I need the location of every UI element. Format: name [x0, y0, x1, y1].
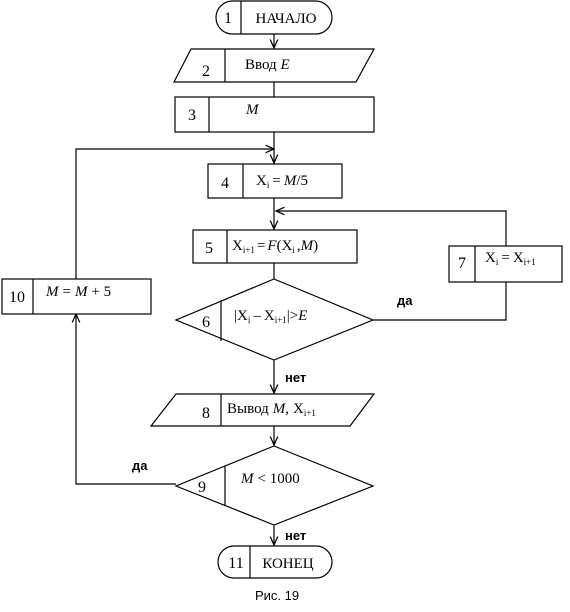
start-label: НАЧАЛО: [256, 11, 317, 27]
label-yes-block6: да: [397, 293, 413, 308]
label-yes-block9: да: [132, 458, 148, 473]
block-end: 11 КОНЕЦ: [217, 545, 333, 579]
check-precision-formula: |Xi–Xi+1|>E: [234, 308, 307, 325]
block-number: 9: [198, 479, 206, 496]
arrow-10-4: [75, 149, 274, 279]
block-init-m: 3 M: [174, 96, 375, 133]
block-increment-m: 10 M=M+ 5: [1, 278, 152, 315]
block-number: 4: [221, 175, 229, 192]
arrow-7-5: [276, 211, 507, 246]
block-number: 3: [188, 107, 196, 124]
block-update-x: 7 Xi=Xi+1: [448, 245, 563, 283]
input-label: Ввод E: [245, 57, 290, 73]
label-no-block9: нет: [285, 528, 306, 543]
block-number: 1: [224, 10, 232, 27]
init-x-formula: Xi=M/5: [256, 173, 308, 190]
block-number: 7: [458, 255, 466, 272]
block-number: 2: [202, 63, 210, 80]
block-number: 11: [228, 555, 243, 572]
block-number: 5: [205, 240, 213, 257]
arrow-9-10: [76, 314, 176, 485]
block-compute: 5 Xi+1=F(Xi,M): [192, 229, 358, 264]
compute-formula: Xi+1=F(Xi,M): [232, 238, 318, 255]
end-label: КОНЕЦ: [262, 556, 313, 572]
init-m-formula: M: [245, 102, 260, 118]
block-input: 2 Ввод E: [173, 48, 376, 83]
connectors: [75, 34, 507, 545]
block-number: 10: [9, 289, 25, 306]
figure-caption: Рис. 19: [255, 588, 299, 603]
check-m-formula: M< 1000: [240, 471, 300, 487]
increment-m-formula: M=M+ 5: [45, 284, 111, 300]
update-x-formula: Xi=Xi+1: [485, 250, 536, 267]
block-number: 8: [202, 405, 210, 422]
block-check-precision: 6 |Xi–Xi+1|>E: [174, 278, 375, 361]
block-init-x: 4 Xi=M/5: [207, 163, 343, 199]
block-check-m: 9 M< 1000: [174, 445, 375, 526]
block-number: 6: [202, 314, 210, 331]
label-no-block6: нет: [285, 370, 306, 385]
block-start: 1 НАЧАЛО: [215, 0, 333, 35]
line-6-7: [373, 282, 507, 321]
